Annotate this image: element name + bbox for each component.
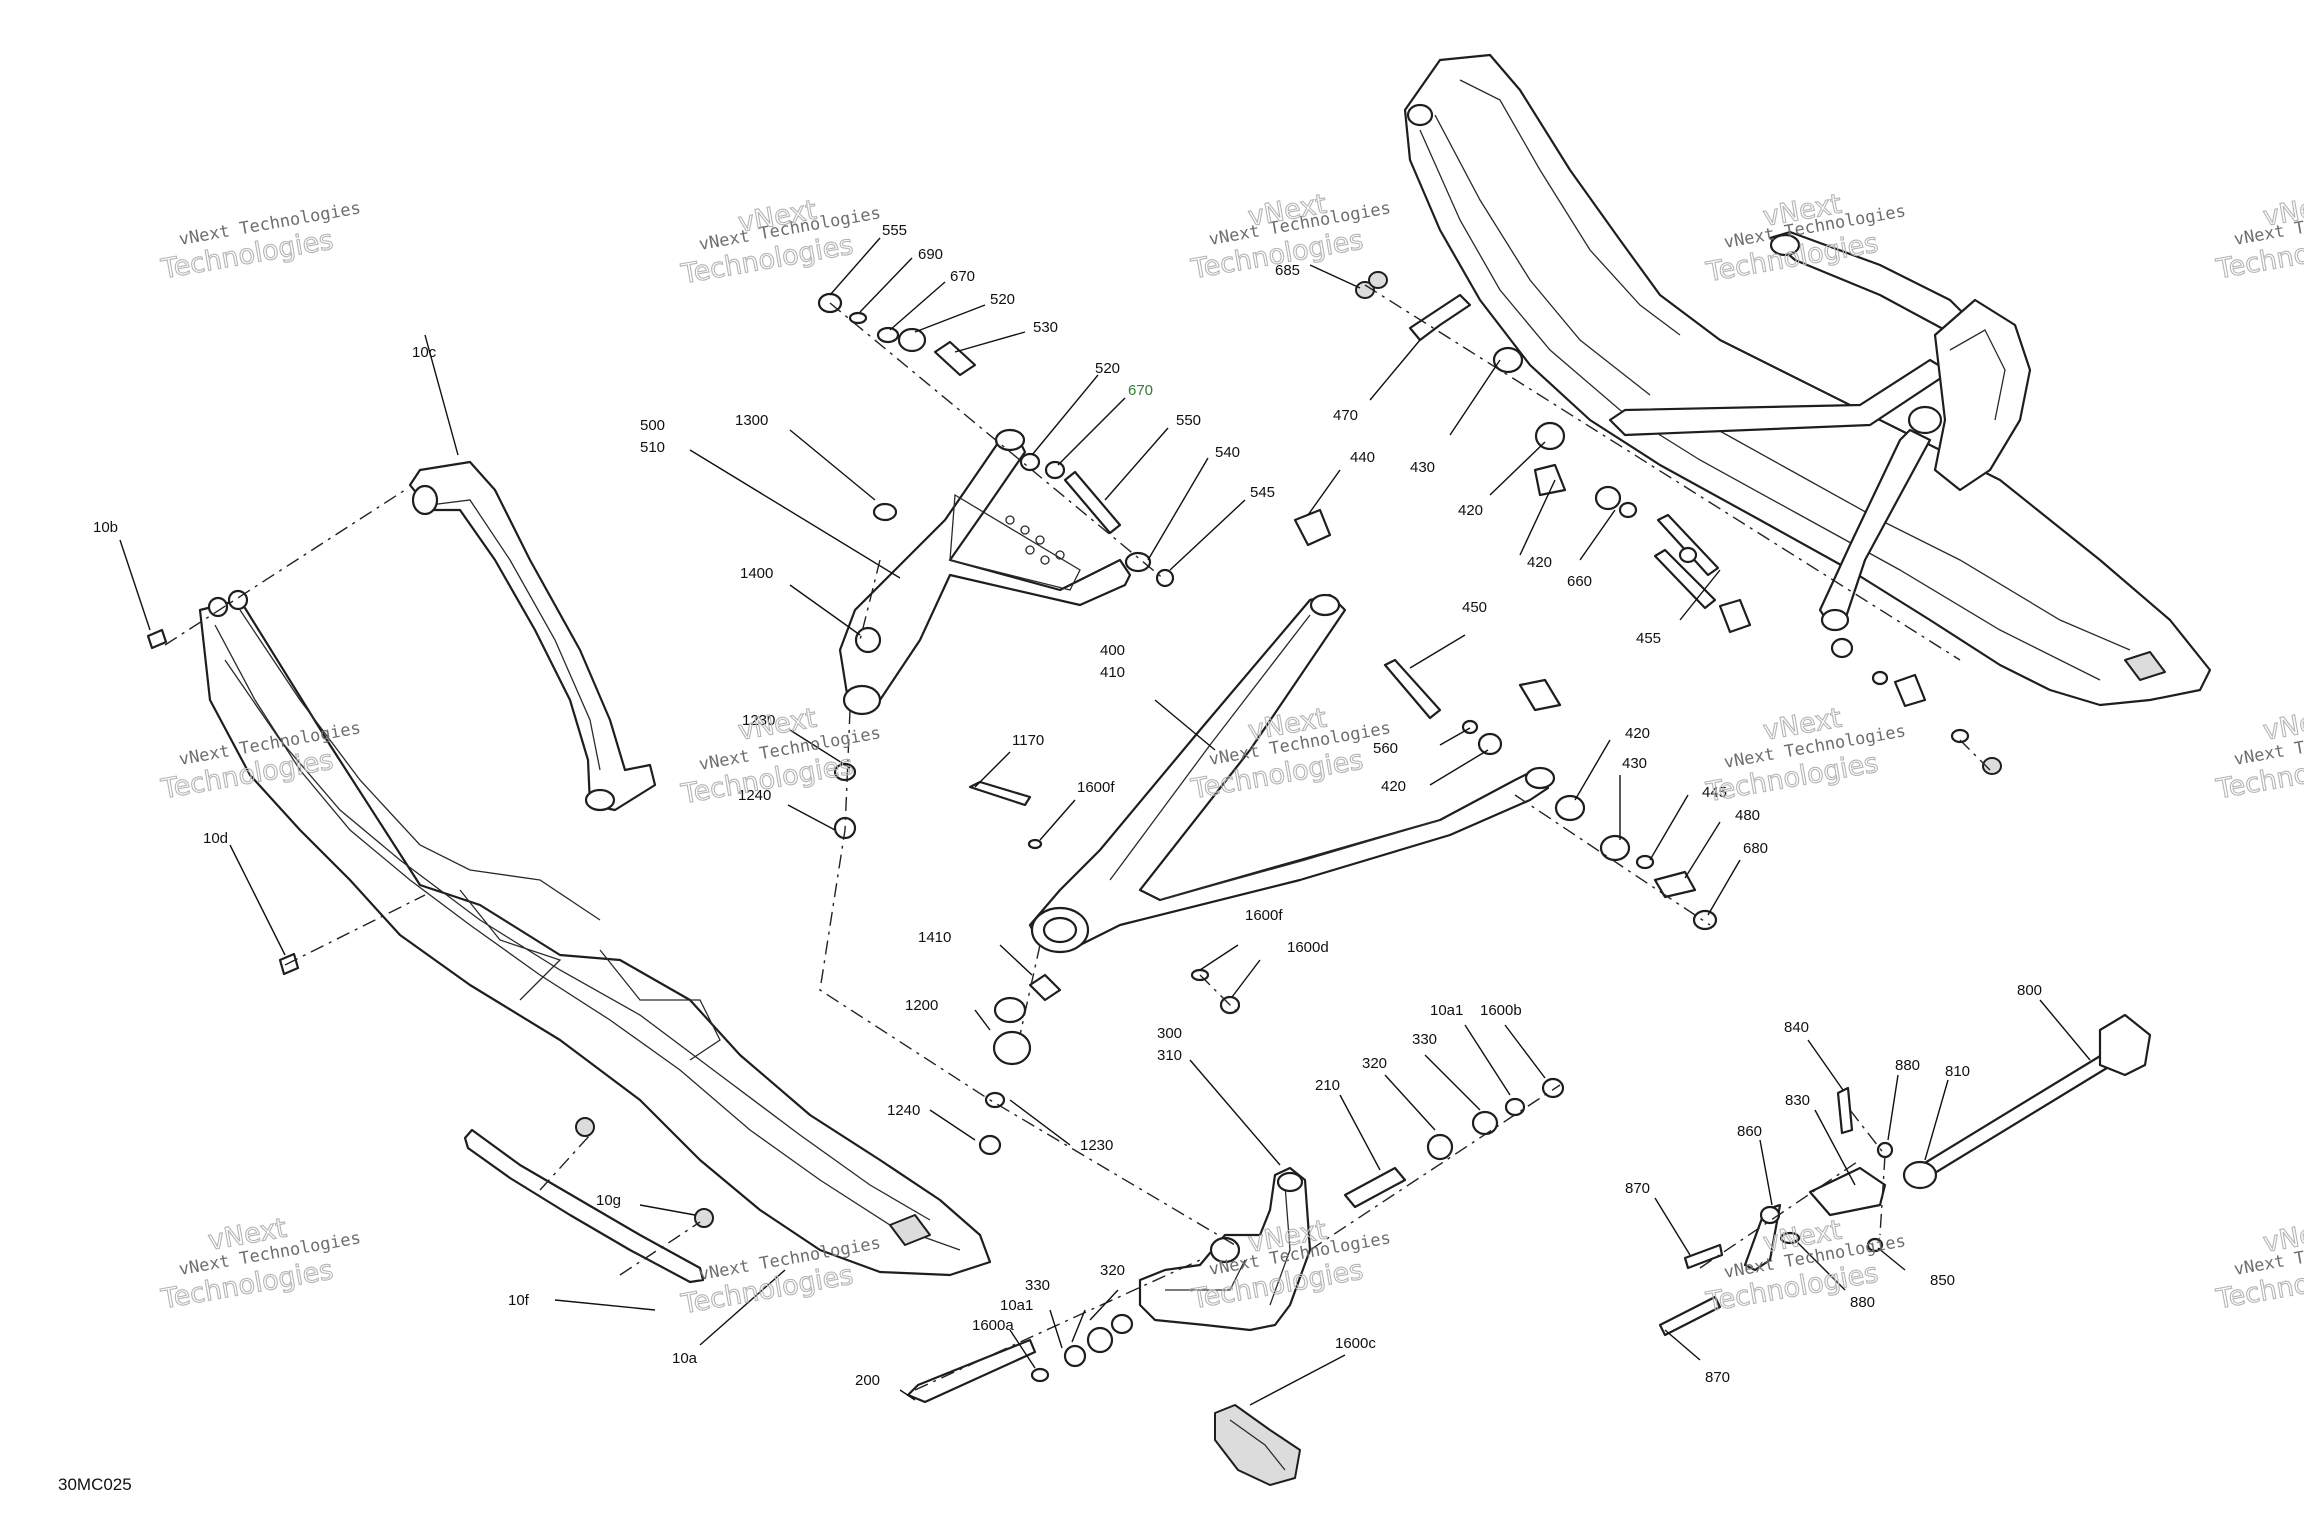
spindle-hardware [906, 1077, 1565, 1404]
callout-10d: 10d [203, 830, 228, 847]
callout-870: 870 [1625, 1180, 1650, 1197]
callout-1410: 1410 [918, 929, 951, 946]
callout-550: 550 [1176, 412, 1201, 429]
callout-555: 555 [882, 222, 907, 239]
callout-470: 470 [1333, 407, 1358, 424]
callout-10f: 10f [508, 1292, 530, 1309]
watermark: vNext Technologies Technologies [678, 1233, 882, 1321]
callout-10g: 10g [596, 1192, 621, 1209]
callout-440: 440 [1350, 449, 1375, 466]
callout-850: 850 [1930, 1272, 1955, 1289]
callout-10a1: 10a1 [1000, 1297, 1033, 1314]
callout-670: 670 [950, 268, 975, 285]
callout-310: 310 [1157, 1047, 1182, 1064]
watermark-fragment: vNext [2261, 703, 2304, 747]
watermark-fragment: vNext [2261, 189, 2304, 233]
left-ski [198, 589, 992, 1277]
callout-labels: 555 690 670 520 530 520 670 550 540 545 … [93, 222, 2042, 1389]
callout-400: 400 [1100, 642, 1125, 659]
callout-1300: 1300 [735, 412, 768, 429]
callout-10c: 10c [412, 344, 437, 361]
callout-860: 860 [1737, 1123, 1762, 1140]
callout-800: 800 [2017, 982, 2042, 999]
callout-1600f: 1600f [1077, 779, 1115, 796]
callout-320: 320 [1100, 1262, 1125, 1279]
upper-arm-hardware [817, 292, 1122, 840]
leader-lines [119, 237, 2091, 1406]
callout-445: 445 [1702, 784, 1727, 801]
watermark: vNext Technologies Technologies [158, 198, 362, 286]
callout-685: 685 [1275, 262, 1300, 279]
callout-1200: 1200 [905, 997, 938, 1014]
callout-1600a: 1600a [972, 1317, 1014, 1334]
skag-10f [463, 1128, 705, 1284]
callout-330: 330 [1025, 1277, 1050, 1294]
lower-a-arm-400 [1028, 593, 1556, 954]
callout-330: 330 [1412, 1031, 1437, 1048]
callout-1230: 1230 [742, 712, 775, 729]
callout-1240: 1240 [738, 787, 771, 804]
callout-520: 520 [990, 291, 1015, 308]
callout-840: 840 [1784, 1019, 1809, 1036]
watermark: vNext Technologies Technologies [1188, 198, 1392, 286]
callout-480: 480 [1735, 807, 1760, 824]
callout-1240: 1240 [887, 1102, 920, 1119]
callout-200: 200 [855, 1372, 880, 1389]
lower-arm-hardware [968, 780, 1241, 1156]
right-ski-hardware [1293, 271, 2002, 931]
callout-10a: 10a [672, 1350, 698, 1367]
callout-1600b: 1600b [1480, 1002, 1522, 1019]
callout-560: 560 [1373, 740, 1398, 757]
callout-420: 420 [1381, 778, 1406, 795]
callout-830: 830 [1785, 1092, 1810, 1109]
sway-bar-800 [1658, 1013, 2152, 1337]
callout-520: 520 [1095, 360, 1120, 377]
callout-1170: 1170 [1012, 732, 1044, 749]
callout-1600c: 1600c [1335, 1335, 1376, 1352]
callout-670-highlight: 670 [1128, 382, 1153, 399]
callout-1230: 1230 [1080, 1137, 1113, 1154]
callout-510: 510 [640, 439, 665, 456]
callout-300: 300 [1157, 1025, 1182, 1042]
callout-450: 450 [1462, 599, 1487, 616]
callout-545: 545 [1250, 484, 1275, 501]
callout-810: 810 [1945, 1063, 1970, 1080]
assembly-centerlines [164, 284, 1991, 1391]
callout-210: 210 [1315, 1077, 1340, 1094]
watermark-fragment: vNext [2261, 1215, 2304, 1259]
callout-690: 690 [918, 246, 943, 263]
callout-1600d: 1600d [1287, 939, 1329, 956]
callout-430: 430 [1410, 459, 1435, 476]
callout-680: 680 [1743, 840, 1768, 857]
right-ski-loop-and-arms [1608, 230, 2032, 632]
callout-870: 870 [1705, 1369, 1730, 1386]
right-ski [1403, 53, 2212, 707]
callout-540: 540 [1215, 444, 1240, 461]
callout-430: 430 [1622, 755, 1647, 772]
callout-10a1: 10a1 [1430, 1002, 1463, 1019]
callout-410: 410 [1100, 664, 1125, 681]
callout-320: 320 [1362, 1055, 1387, 1072]
left-ski-loop-10c [408, 460, 657, 812]
callout-420: 420 [1625, 725, 1650, 742]
upper-a-arm-500 [838, 428, 1175, 716]
callout-10b: 10b [93, 519, 118, 536]
callout-500: 500 [640, 417, 665, 434]
callout-660: 660 [1567, 573, 1592, 590]
skid-plate-1600c [1214, 1404, 1301, 1486]
callout-530: 530 [1033, 319, 1058, 336]
callout-1400: 1400 [740, 565, 773, 582]
callout-420: 420 [1527, 554, 1552, 571]
figure-code: 30MC025 [58, 1475, 132, 1494]
callout-1600f: 1600f [1245, 907, 1283, 924]
callout-880: 880 [1850, 1294, 1875, 1311]
callout-420: 420 [1458, 502, 1483, 519]
callout-455: 455 [1636, 630, 1661, 647]
callout-880: 880 [1895, 1057, 1920, 1074]
